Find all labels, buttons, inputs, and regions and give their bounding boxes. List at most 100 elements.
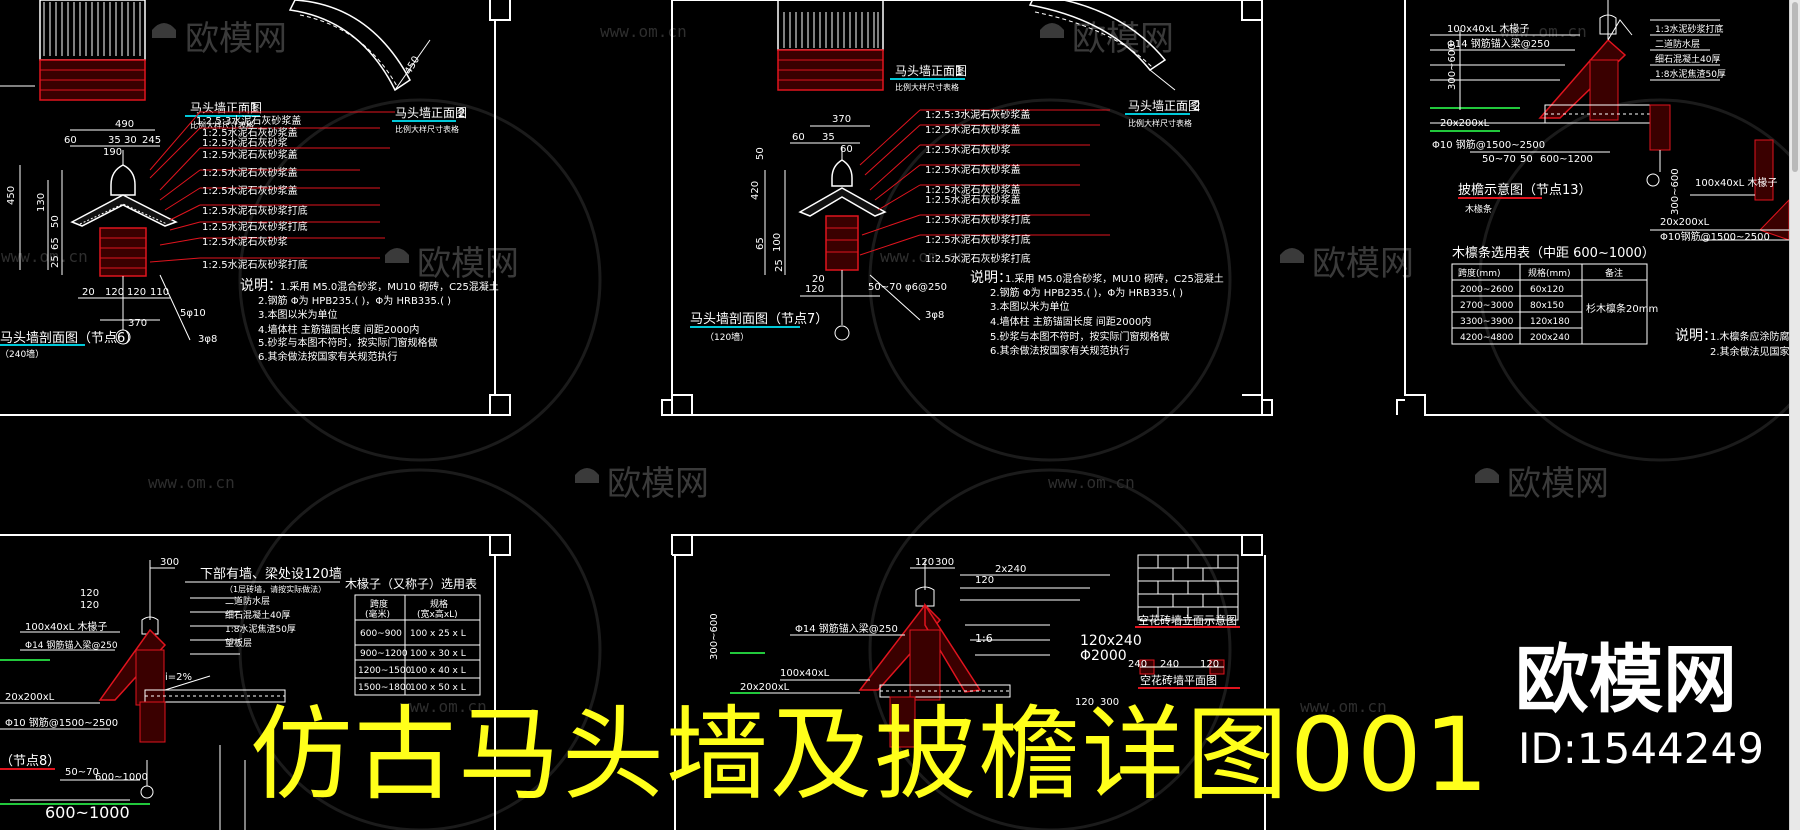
svg-text:100x40xL 木椽子: 100x40xL 木椽子 — [1695, 176, 1777, 189]
panel-4-pieyan-node-8: 300 下部有墙、梁处设120墙 （1层砖墙，请按实际做法） 120 120 i… — [0, 557, 481, 830]
svg-text:4.墙体柱 主筋锚固长度 间距2000内: 4.墙体柱 主筋锚固长度 间距2000内 — [990, 315, 1151, 328]
svg-text:马头墙剖面图（节点6）: 马头墙剖面图（节点6） — [0, 331, 138, 346]
svg-text:4.墙体柱 主筋锚固长度 间距2000内: 4.墙体柱 主筋锚固长度 间距2000内 — [258, 323, 419, 336]
svg-text:25: 25 — [50, 255, 61, 268]
svg-text:1:2.5水泥石灰砂浆: 1:2.5水泥石灰砂浆 — [202, 136, 288, 149]
svg-text:120: 120 — [80, 588, 99, 599]
svg-text:欧模网: 欧模网 — [1312, 244, 1414, 284]
watermark-url: www.om.cn — [1500, 22, 1587, 41]
watermark-url: www.om.cn — [1300, 697, 1387, 716]
svg-text:2: 2 — [1193, 99, 1201, 113]
svg-text:Φ14 钢筋锚入梁@250: Φ14 钢筋锚入梁@250 — [795, 622, 898, 635]
svg-text:60x120: 60x120 — [1530, 285, 1564, 295]
svg-text:细石混凝土40厚: 细石混凝土40厚 — [1655, 53, 1720, 65]
watermark-url: www.om.cn — [400, 697, 487, 716]
svg-text:1:2.5水泥石灰砂浆打底: 1:2.5水泥石灰砂浆打底 — [202, 220, 308, 233]
watermark-logo: 欧模网 — [1040, 19, 1174, 59]
p2-elevation-fragment — [777, 0, 884, 91]
svg-text:1:2.5水泥石灰砂浆盖: 1:2.5水泥石灰砂浆盖 — [202, 126, 298, 139]
svg-text:φ6@250: φ6@250 — [905, 282, 947, 293]
svg-text:1:2.5水泥石灰砂浆打底: 1:2.5水泥石灰砂浆打底 — [925, 252, 1031, 265]
svg-text:1:3水泥砂浆打底: 1:3水泥砂浆打底 — [1655, 23, 1724, 35]
scrollbar-thumb[interactable] — [1792, 2, 1798, 172]
svg-text:3.本图以米为单位: 3.本图以米为单位 — [258, 308, 338, 321]
svg-text:3.本图以米为单位: 3.本图以米为单位 — [990, 300, 1070, 313]
svg-text:1:8水泥焦渣50厚: 1:8水泥焦渣50厚 — [225, 623, 296, 635]
svg-text:望板层: 望板层 — [225, 637, 252, 649]
svg-text:1:2.5水泥石灰砂浆盖: 1:2.5水泥石灰砂浆盖 — [202, 184, 298, 197]
svg-text:1:2.5:3水泥石灰砂浆盖: 1:2.5:3水泥石灰砂浆盖 — [925, 108, 1030, 121]
svg-text:(宽x高xL): (宽x高xL) — [417, 608, 458, 620]
svg-text:50: 50 — [50, 215, 61, 228]
svg-text:比例大样尺寸表格: 比例大样尺寸表格 — [1128, 118, 1192, 128]
vertical-scrollbar[interactable] — [1789, 0, 1800, 830]
svg-text:35: 35 — [108, 135, 121, 146]
svg-text:Φ10 钢筋@1500~2500: Φ10 钢筋@1500~2500 — [5, 716, 118, 729]
watermark-logo: 欧模网 — [575, 464, 709, 504]
svg-text:120: 120 — [1200, 659, 1219, 670]
svg-text:600~1000: 600~1000 — [95, 772, 148, 783]
svg-text:200x240: 200x240 — [1530, 333, 1570, 343]
svg-text:120: 120 — [1075, 697, 1094, 708]
svg-text:25: 25 — [774, 259, 785, 272]
svg-text:(毫米): (毫米) — [365, 608, 390, 620]
svg-text:1:2.5:3水泥石灰砂浆盖: 1:2.5:3水泥石灰砂浆盖 — [196, 114, 301, 127]
p5-hollow-brick-elevation — [1137, 554, 1239, 621]
svg-text:（120墙）: （120墙） — [705, 331, 749, 343]
svg-text:20: 20 — [812, 274, 825, 285]
svg-text:1.采用 M5.0混合砂浆，MU10 砌砖，C25混凝土: 1.采用 M5.0混合砂浆，MU10 砌砖，C25混凝土 — [1005, 272, 1224, 285]
svg-text:（节点8）: （节点8） — [0, 754, 60, 769]
svg-text:600~1000: 600~1000 — [45, 803, 130, 822]
watermark-url: www.om.cn — [600, 22, 687, 41]
svg-text:跨度(mm): 跨度(mm) — [1458, 267, 1501, 279]
svg-text:120x180: 120x180 — [1530, 317, 1570, 327]
svg-text:2700~3000: 2700~3000 — [1460, 301, 1514, 311]
svg-text:35: 35 — [822, 132, 835, 143]
svg-text:1:2.5水泥石灰砂浆: 1:2.5水泥石灰砂浆 — [925, 143, 1011, 156]
svg-text:Φ14 钢筋锚入梁@250: Φ14 钢筋锚入梁@250 — [25, 639, 118, 651]
svg-text:i=2%: i=2% — [165, 672, 192, 683]
svg-text:120: 120 — [805, 284, 824, 295]
svg-text:120: 120 — [975, 575, 994, 586]
svg-text:空花砖墙立面示意图: 空花砖墙立面示意图 — [1138, 613, 1237, 627]
p1-section-6-drawing — [70, 150, 178, 345]
brand-logo-text: 欧模网 — [1515, 637, 1737, 723]
svg-text:130: 130 — [36, 193, 47, 212]
svg-text:Φ2000: Φ2000 — [1080, 648, 1127, 664]
svg-text:1500~1800: 1500~1800 — [358, 683, 412, 693]
svg-text:300: 300 — [935, 557, 954, 568]
svg-text:50: 50 — [1520, 154, 1533, 165]
svg-text:3300~3900: 3300~3900 — [1460, 317, 1514, 327]
svg-text:60: 60 — [64, 135, 77, 146]
svg-text:4200~4800: 4200~4800 — [1460, 333, 1514, 343]
svg-text:100 x 25 x L: 100 x 25 x L — [410, 629, 466, 639]
watermark-logo: 欧模网 — [385, 244, 519, 284]
svg-text:空花砖墙平面图: 空花砖墙平面图 — [1140, 673, 1217, 687]
model-id-label: ID:1544249 — [1518, 724, 1764, 773]
svg-text:370: 370 — [832, 114, 851, 125]
svg-text:120: 120 — [127, 287, 146, 298]
svg-text:600~900: 600~900 — [360, 629, 402, 639]
svg-text:1:2.5水泥石灰砂浆盖: 1:2.5水泥石灰砂浆盖 — [925, 123, 1021, 136]
svg-text:1:6: 1:6 — [975, 632, 993, 645]
svg-text:100x40xL 木椽子: 100x40xL 木椽子 — [1447, 22, 1529, 35]
p1-curved-roof: 450 — [288, 0, 431, 92]
svg-text:110: 110 — [150, 287, 169, 298]
svg-text:杉木檩条20mm: 杉木檩条20mm — [1586, 302, 1658, 315]
svg-text:50: 50 — [755, 147, 766, 160]
svg-text:1:2.5水泥石灰砂浆打底: 1:2.5水泥石灰砂浆打底 — [202, 258, 308, 271]
svg-text:450: 450 — [403, 54, 422, 76]
svg-text:跨度: 跨度 — [370, 598, 388, 610]
p4-roof-section — [98, 560, 286, 743]
svg-text:5φ10: 5φ10 — [180, 308, 206, 319]
svg-text:1:2.5水泥石灰砂浆盖: 1:2.5水泥石灰砂浆盖 — [202, 166, 298, 179]
svg-text:欧模网: 欧模网 — [1507, 464, 1609, 504]
svg-text:20: 20 — [82, 287, 95, 298]
svg-text:规格(mm): 规格(mm) — [1528, 267, 1571, 279]
svg-text:120: 120 — [80, 600, 99, 611]
svg-text:6.其余做法按国家有关规范执行: 6.其余做法按国家有关规范执行 — [258, 350, 398, 363]
svg-text:欧模网: 欧模网 — [417, 244, 519, 284]
svg-text:2.钢筋 Φ为 HPB235.( )，Φ为 HRB335.(: 2.钢筋 Φ为 HPB235.( )，Φ为 HRB335.( ) — [990, 286, 1183, 299]
svg-text:20x200xL: 20x200xL — [5, 692, 55, 703]
